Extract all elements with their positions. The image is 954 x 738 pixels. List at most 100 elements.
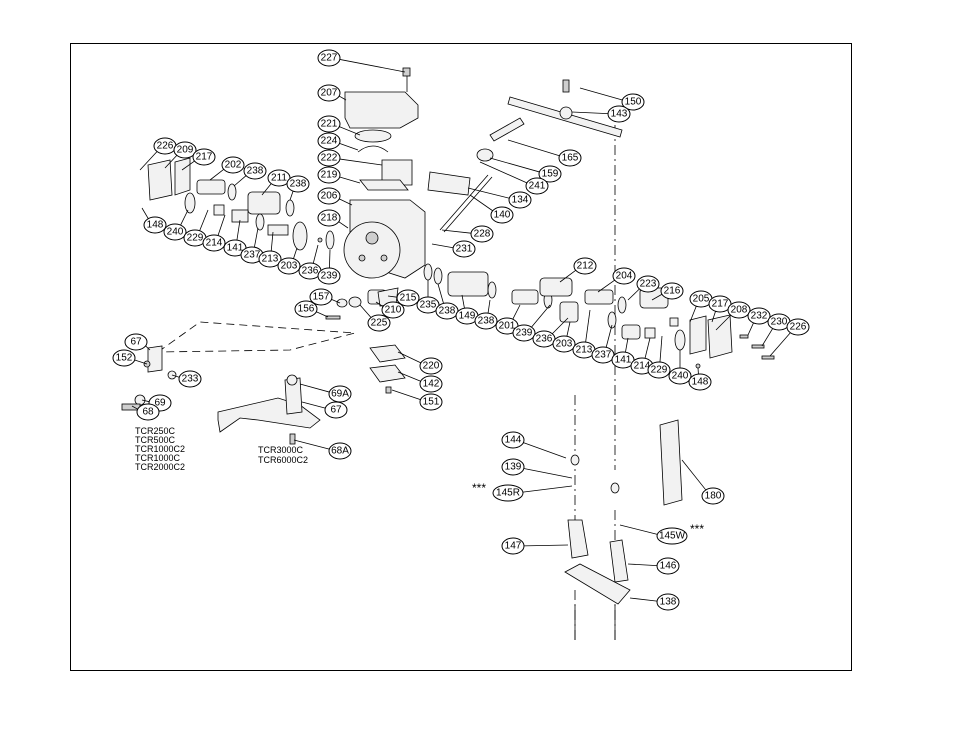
callout-number: 225	[371, 318, 388, 329]
leader-line	[625, 337, 629, 353]
leader-line	[585, 309, 591, 343]
leader-line	[339, 158, 383, 166]
callout-bubble	[178, 370, 202, 388]
leader-line	[627, 288, 640, 301]
callout-156: 156	[294, 300, 329, 318]
leader-line	[233, 175, 247, 187]
leader-line	[461, 294, 465, 309]
callout-bubble	[747, 307, 771, 325]
leader-line	[597, 279, 615, 293]
leader-line	[270, 231, 274, 252]
leader-line	[467, 187, 510, 199]
callout-bubble	[552, 335, 576, 353]
leader-line	[523, 544, 569, 547]
leader-line	[566, 321, 571, 337]
callout-69A: 69A	[299, 383, 352, 403]
leader-line	[329, 249, 331, 269]
callout-bubble	[501, 458, 525, 476]
leader-line	[715, 314, 731, 331]
leader-line	[289, 191, 294, 201]
callout-number: 213	[576, 345, 593, 356]
callout-213: 213	[572, 309, 596, 359]
callout-bubble	[612, 267, 636, 285]
leader-line	[139, 151, 158, 171]
callout-bubble	[136, 403, 160, 421]
leader-line	[579, 87, 623, 101]
callout-141: 141	[611, 337, 635, 369]
callout-bubble	[786, 318, 810, 336]
leader-line	[711, 311, 716, 323]
callout-205: 205	[689, 290, 713, 323]
leader-line	[761, 328, 773, 347]
callout-bubble	[558, 149, 582, 167]
callout-bubble	[573, 257, 597, 275]
model-label: TCR1000C	[135, 453, 181, 463]
callout-bubble	[701, 487, 725, 505]
leader-line	[375, 301, 384, 307]
callout-bubble	[647, 361, 671, 379]
callout-bubble	[317, 149, 341, 167]
leader-line	[681, 459, 707, 491]
callout-233: 233	[171, 370, 202, 388]
leader-line	[489, 157, 540, 173]
callout-number: 149	[459, 311, 476, 322]
callout-number: 232	[751, 311, 768, 322]
callout-number: 203	[281, 261, 298, 272]
callout-228: 228	[441, 225, 494, 243]
leader-line	[644, 337, 651, 359]
stem-assembly	[427, 117, 525, 233]
leader-line	[339, 198, 353, 206]
callout-number: 233	[182, 374, 199, 385]
leader-line	[747, 322, 754, 336]
callout-number: 238	[290, 179, 307, 190]
callout-bubble	[501, 431, 525, 449]
callout-211: 211	[261, 169, 291, 196]
leader-line	[523, 442, 567, 459]
callout-number: 230	[771, 317, 788, 328]
leader-line	[522, 485, 573, 493]
callout-number: 216	[664, 286, 681, 297]
callout-number: 240	[672, 371, 689, 382]
callout-148: 148	[141, 207, 167, 234]
callout-number: 141	[227, 243, 244, 254]
bracket-assembly-right	[217, 374, 321, 445]
callout-bubble	[621, 93, 645, 111]
callout-bubble	[328, 442, 352, 460]
model-list-left: TCR250C TCR500C TCR1000C2 TCR1000C TCR20…	[135, 426, 185, 472]
leader-line	[316, 311, 329, 318]
leader-line	[199, 209, 209, 231]
callout-218: 218	[317, 209, 349, 229]
leader-line	[180, 209, 189, 226]
leader-line	[299, 383, 330, 393]
leader-line	[507, 139, 560, 157]
callout-number: 219	[321, 170, 338, 181]
callout-number: 144	[505, 435, 522, 446]
callout-143: 143	[571, 105, 631, 123]
callout-number: 69A	[331, 389, 349, 400]
leader-line	[391, 389, 421, 401]
callout-bubble	[727, 301, 751, 319]
callout-number: 217	[196, 152, 213, 163]
callout-bubble	[688, 373, 712, 391]
callout-number: 235	[420, 300, 437, 311]
callout-number: 148	[692, 377, 709, 388]
leader-line	[397, 371, 421, 382]
leader-line	[209, 169, 225, 181]
callout-237: 237	[240, 227, 264, 264]
callout-number: 156	[298, 304, 315, 315]
leader-line	[659, 335, 663, 363]
leader-line	[293, 247, 298, 259]
callout-226: 226	[769, 318, 810, 357]
callout-bubble	[474, 312, 498, 330]
model-label: TCR250C	[135, 426, 176, 436]
callout-number: 213	[262, 254, 279, 265]
callout-number: 238	[478, 316, 495, 327]
callout-bubble	[317, 49, 341, 67]
callout-number: 67	[330, 405, 342, 416]
callout-bubble	[112, 349, 136, 367]
callout-134: 134	[467, 187, 532, 209]
asterisk-note: ***	[472, 481, 486, 495]
callout-number: 238	[247, 166, 264, 177]
callout-number: 218	[321, 213, 338, 224]
callout-216: 216	[651, 282, 684, 301]
